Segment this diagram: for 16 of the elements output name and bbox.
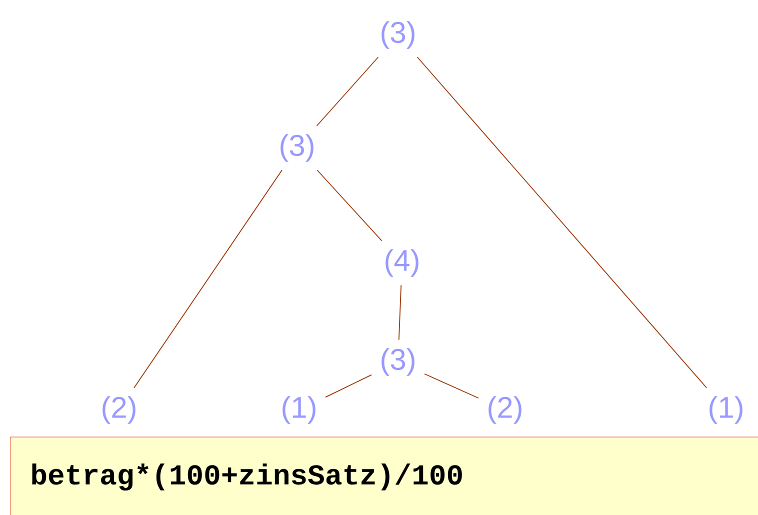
tree-edge (134, 170, 282, 388)
tree-edge (424, 373, 479, 399)
tree-label: (3) (382, 21, 414, 49)
tree-label: (2) (488, 396, 522, 424)
tree-label: (3) (382, 348, 414, 376)
tree-label: (1) (282, 396, 316, 424)
tree-label: (2) (102, 396, 136, 424)
tree-label: (1) (710, 396, 742, 424)
tree-edge (325, 374, 372, 398)
tree-edge (416, 56, 708, 388)
tree-label: (4) (386, 249, 418, 277)
tree-edge (316, 170, 382, 242)
tree-label: (3) (280, 134, 314, 162)
tree-edge (398, 284, 402, 340)
expression-box: betrag*(100+zinsSatz)/100 (10, 436, 758, 515)
tree-edge (316, 56, 379, 126)
